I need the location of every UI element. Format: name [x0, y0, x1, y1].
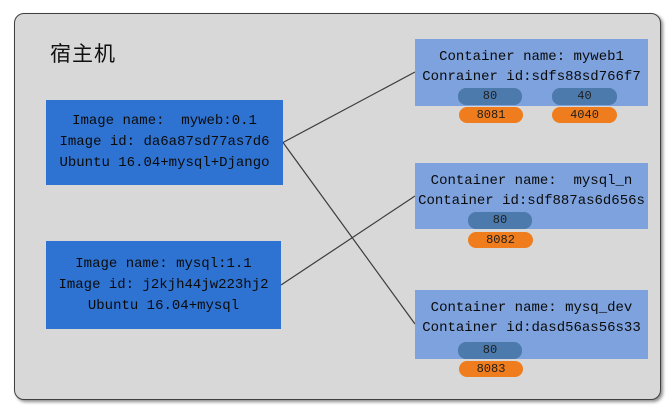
container-name-line: Container name: mysql_n	[430, 173, 633, 189]
image-os-line: Ubuntu 16.04+mysql	[87, 297, 240, 314]
connector-myweb-to-mysqdev	[282, 142, 416, 325]
image-box-mysql: Image name: mysql:1.1 Image id: j2kjh44j…	[46, 241, 281, 329]
container-id-line: Container id:dasd56as56s33	[422, 320, 641, 336]
container-port-tag: 80	[468, 212, 532, 229]
container-name-line: Container name: mysq_dev	[430, 300, 633, 316]
container-id-line: Conrainer id:sdfs88sd766f7	[422, 69, 641, 85]
container-port-tag: 40	[552, 88, 617, 105]
host-title: 宿主机	[50, 42, 116, 66]
image-id-line: Image id: da6a87sd77as7d6	[59, 134, 270, 150]
image-box-myweb: Image name: myweb:0.1 Image id: da6a87sd…	[46, 100, 283, 185]
image-name-line: Image name: mysql:1.1	[75, 255, 252, 272]
image-id-line: Image id: j2kjh44jw223hj2	[58, 276, 269, 293]
container-box-mysqdev: Container name: mysq_dev Container id:da…	[415, 290, 648, 359]
host-port-tag: 4040	[552, 107, 617, 123]
connector-myweb-to-myweb1	[282, 71, 416, 144]
container-id-line: Container id:sdf887as6d656s	[418, 193, 645, 209]
host-port-tag: 8082	[468, 232, 533, 248]
container-port-tag: 80	[458, 342, 522, 359]
host-port-tag: 8081	[459, 107, 523, 123]
container-name-line: Container name: myweb1	[439, 49, 624, 65]
container-port-tag: 80	[458, 88, 522, 105]
image-os-line: Ubuntu 16.04+mysql+Django	[59, 155, 270, 171]
image-name-line: Image name: myweb:0.1	[72, 113, 257, 129]
connector-mysql-to-mysqln	[280, 195, 416, 286]
host-port-tag: 8083	[459, 361, 523, 377]
